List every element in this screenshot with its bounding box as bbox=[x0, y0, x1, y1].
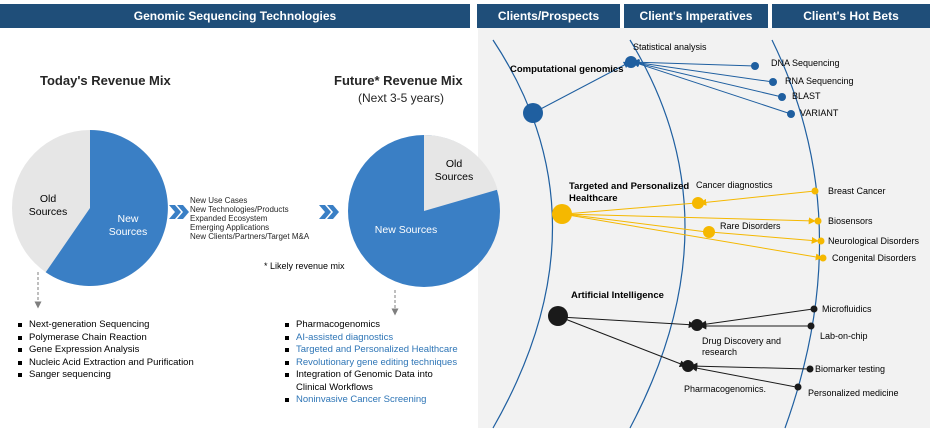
hotbet-biomarker-testing: Biomarker testing bbox=[815, 364, 886, 374]
client-targeted-healthcare: Targeted and Personalized Healthcare bbox=[569, 181, 690, 204]
hotbet-rna-sequencing: RNA Sequencing bbox=[785, 76, 854, 86]
list-item: Noninvasive Cancer Screening bbox=[283, 394, 458, 407]
node-targeted-healthcare bbox=[552, 204, 572, 224]
node-computational-genomics bbox=[523, 103, 543, 123]
node-pharmacogenomics bbox=[682, 360, 694, 372]
node-biosensors bbox=[814, 217, 822, 225]
hotbet-microfluidics: Microfluidics bbox=[822, 304, 872, 314]
imperative-cancer-diagnostics: Cancer diagnostics bbox=[696, 180, 773, 190]
hotbet-dna-sequencing: DNA Sequencing bbox=[771, 58, 840, 68]
driver-item: New Use Cases bbox=[190, 196, 248, 205]
node-biomarker-testing bbox=[806, 365, 814, 373]
node-breast-cancer bbox=[811, 187, 819, 195]
hotbet-neurological-disorders: Neurological Disorders bbox=[828, 236, 920, 246]
header-clients: Clients/Prospects bbox=[477, 4, 620, 28]
list-item: Gene Expression Analysis bbox=[16, 344, 194, 357]
nodes bbox=[523, 56, 827, 391]
today-title: Today's Revenue Mix bbox=[40, 73, 171, 88]
imperative-rare-disorders: Rare Disorders bbox=[720, 221, 781, 231]
header-imperatives: Client's Imperatives bbox=[624, 4, 768, 28]
today-old-label: Old Sources bbox=[28, 193, 68, 218]
driver-item: Expanded Ecosystem bbox=[190, 214, 268, 223]
value-map-panel bbox=[478, 28, 930, 428]
group-computational-links bbox=[532, 58, 792, 115]
list-item: Polymerase Chain Reaction bbox=[16, 332, 194, 345]
future-technology-list: Pharmacogenomics AI-assisted diagnostics… bbox=[283, 319, 458, 407]
list-item: Revolutionary gene editing techniques bbox=[283, 357, 458, 370]
list-item-continuation: Clinical Workflows bbox=[296, 381, 373, 393]
node-cancer-diagnostics bbox=[692, 197, 704, 209]
list-item: Sanger sequencing bbox=[16, 369, 194, 382]
future-title: Future* Revenue Mix bbox=[334, 73, 463, 88]
growth-drivers-list: New Use Cases New Technologies/Products … bbox=[190, 196, 309, 241]
imperative-drug-discovery: Drug Discovery and research bbox=[702, 336, 782, 357]
group-ai-links bbox=[559, 308, 814, 388]
future-subtitle: (Next 3-5 years) bbox=[358, 91, 445, 105]
imperative-statistical-analysis: Statistical analysis bbox=[633, 42, 707, 52]
future-new-label: New Sources bbox=[374, 224, 438, 236]
today-technology-list: Next-generation Sequencing Polymerase Ch… bbox=[16, 319, 194, 382]
list-item: Next-generation Sequencing bbox=[16, 319, 194, 332]
client-computational-genomics: Computational genomics bbox=[510, 64, 624, 75]
future-pie bbox=[348, 134, 500, 287]
node-statistical-analysis bbox=[625, 56, 637, 68]
node-neurological-disorders bbox=[817, 237, 825, 245]
hotbet-variant: VARIANT bbox=[800, 108, 839, 118]
hotbet-blast: BLAST bbox=[792, 91, 821, 101]
node-artificial-intelligence bbox=[548, 306, 568, 326]
list-item: Nucleic Acid Extraction and Purification bbox=[16, 357, 194, 370]
hotbet-biosensors: Biosensors bbox=[828, 216, 873, 226]
list-item: Pharmacogenomics bbox=[283, 319, 458, 332]
hotbet-breast-cancer: Breast Cancer bbox=[828, 186, 886, 196]
list-item: Targeted and Personalized Healthcare bbox=[283, 344, 458, 357]
node-rna-sequencing bbox=[769, 78, 777, 86]
node-variant bbox=[787, 110, 795, 118]
hotbet-personalized-medicine: Personalized medicine bbox=[808, 388, 899, 398]
node-blast bbox=[778, 93, 786, 101]
list-item: AI-assisted diagnostics bbox=[283, 332, 458, 345]
hotbet-congenital-disorders: Congenital Disorders bbox=[832, 253, 917, 263]
client-artificial-intelligence: Artificial Intelligence bbox=[571, 290, 664, 301]
today-pie-new-slice bbox=[45, 130, 168, 286]
node-personalized-medicine bbox=[794, 383, 802, 391]
node-drug-discovery bbox=[691, 319, 703, 331]
today-pie bbox=[12, 130, 168, 286]
imperative-pharmacogenomics: Pharmacogenomics. bbox=[684, 384, 767, 394]
hotbet-lab-on-chip: Lab-on-chip bbox=[820, 331, 868, 341]
today-new-label: New Sources bbox=[108, 213, 148, 238]
future-old-label: Old Sources bbox=[434, 158, 474, 183]
header-hot-bets: Client's Hot Bets bbox=[772, 4, 930, 28]
node-lab-on-chip bbox=[807, 322, 815, 330]
future-pie-old-slice bbox=[424, 134, 498, 211]
node-microfluidics bbox=[810, 305, 818, 313]
node-dna-sequencing bbox=[751, 62, 759, 70]
group-targeted-links bbox=[561, 190, 823, 261]
chevron-arrows-2 bbox=[319, 205, 339, 219]
header-genomic-sequencing: Genomic Sequencing Technologies bbox=[0, 4, 470, 28]
chevron-arrows-1 bbox=[169, 205, 189, 219]
driver-item: New Technologies/Products bbox=[190, 205, 289, 214]
likely-revenue-note: * Likely revenue mix bbox=[264, 261, 345, 271]
node-congenital-disorders bbox=[819, 254, 827, 262]
list-item: Integration of Genomic Data into bbox=[283, 369, 458, 382]
orbit-arcs bbox=[492, 39, 821, 429]
driver-item: Emerging Applications bbox=[190, 223, 270, 232]
driver-item: New Clients/Partners/Target M&A bbox=[190, 232, 310, 241]
node-rare-disorders bbox=[703, 226, 715, 238]
